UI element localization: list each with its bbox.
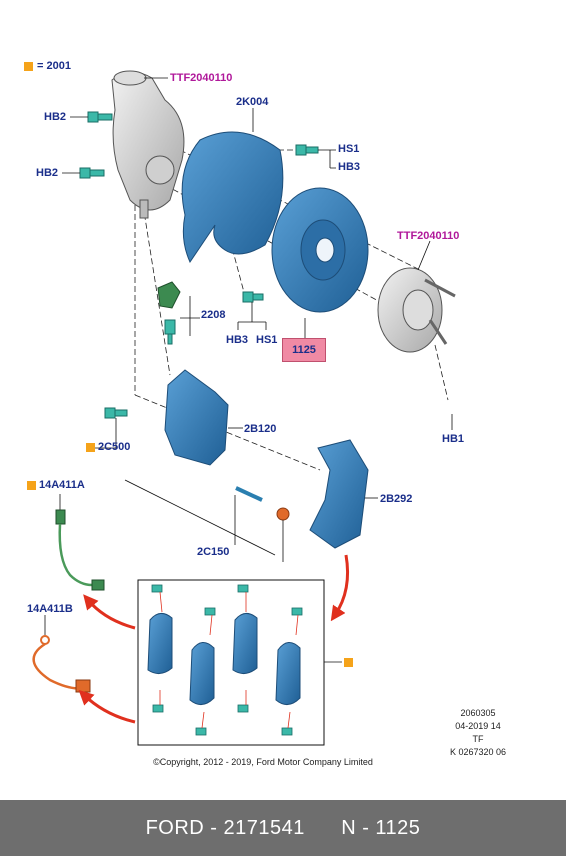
label-14a411b: 14A411B [27,603,73,615]
bolt-hs1-hb3-upper [295,144,319,156]
bleed-screw [157,281,181,345]
label-2b292: 2B292 [380,493,413,505]
label-1125-highlighted: 1125 [282,338,326,362]
wheel-hub [377,267,456,353]
meta-ref: 2060305 [460,708,496,718]
label-hb2-upper: HB2 [44,111,67,123]
meta-k: K 0267320 06 [449,747,507,757]
guide-pin [235,486,290,521]
label-2b120: 2B120 [244,423,277,435]
bolt-hb2-lower [79,167,105,179]
flag-14a411a [27,481,36,490]
pad-clip-lines [159,591,299,729]
assembly-arrows [78,554,350,724]
label-hb2-lower: HB2 [36,167,59,179]
label-2c500: 2C500 [98,441,131,453]
pad-clips [151,584,303,736]
label-hb3-lower: HB3 [226,334,249,346]
flag-2c500 [86,443,95,452]
label-2208: 2208 [201,309,226,321]
legend-label: = 2001 [37,60,71,72]
legend-swatch [24,62,33,71]
caliper-bracket [309,439,369,549]
brake-pad-kit-box [137,579,325,746]
label-hs1-lower: HS1 [256,334,278,346]
label-hs1-upper: HS1 [338,143,360,155]
brake-caliper [164,369,229,466]
footer-text: FORD - 2171541 N - 1125 [145,816,421,839]
copyright: ©Copyright, 2012 - 2019, Ford Motor Comp… [153,757,373,767]
bolt-hb3-hs1-lower [242,291,264,303]
splash-shield [181,131,284,264]
wear-sensor-a [55,509,105,591]
brake-pads [147,613,301,705]
label-ttf-knuckle: TTF2040110 [170,72,233,84]
footer-part-number: FORD - 2171541 N - 1125 [0,800,566,856]
label-hb1: HB1 [442,433,465,445]
steering-knuckle [111,70,185,219]
label-2c150: 2C150 [197,546,230,558]
guide-bolt-2c500 [104,407,128,419]
exploded-parts-diagram [32,70,456,746]
flag-pad-kit [344,658,353,667]
bolt-hb2-upper [87,111,113,123]
brake-disc [271,187,369,313]
label-hb3-upper: HB3 [338,161,361,173]
meta-date: 04-2019 14 [455,721,501,731]
label-14a411a: 14A411A [39,479,85,491]
wear-sensor-b [32,635,91,693]
label-ttf-hub: TTF2040110 [397,230,460,242]
meta-code: TF [472,734,484,744]
label-2k004: 2K004 [236,96,269,108]
leader-lines [44,77,453,635]
